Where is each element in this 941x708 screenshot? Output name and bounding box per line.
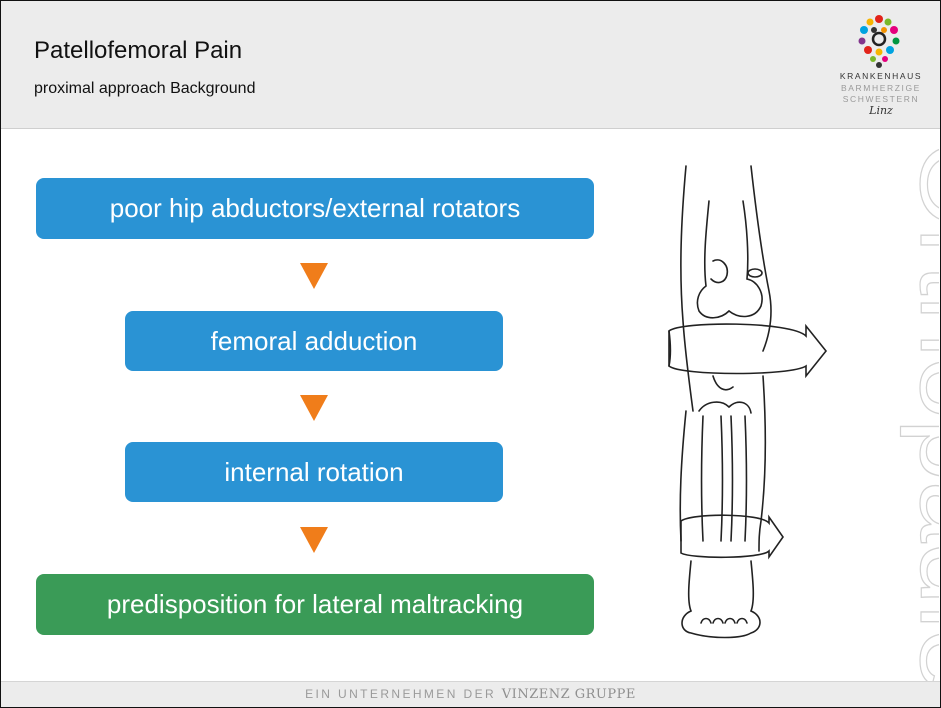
slide-footer: EIN UNTERNEHMEN DER VINZENZ GRUPPE — [1, 681, 940, 708]
orthopaedie-label: Orthopädie — [900, 141, 939, 691]
logo-text-barmherzige: BARMHERZIGE — [829, 83, 933, 93]
flow-step-internal-rotation: internal rotation — [125, 442, 503, 502]
footer-prefix: EIN UNTERNEHMEN DER — [305, 687, 496, 701]
logo-dots-icon — [854, 13, 904, 69]
slide-subtitle: proximal approach Background — [34, 80, 255, 98]
leg-rotation-illustration — [651, 161, 831, 651]
down-arrow-icon — [300, 263, 328, 289]
slide-title: Patellofemoral Pain — [34, 37, 242, 65]
flow-step-femoral-adduction: femoral adduction — [125, 311, 503, 371]
department-watermark: Orthopädie — [829, 141, 939, 696]
slide-header: Patellofemoral Pain proximal approach Ba… — [1, 1, 940, 129]
logo-signature: Linz — [829, 104, 933, 117]
down-arrow-icon — [300, 395, 328, 421]
footer-brand: VINZENZ GRUPPE — [502, 687, 636, 702]
down-arrow-icon — [300, 527, 328, 553]
flow-step-hip-weakness: poor hip abductors/external rotators — [36, 178, 594, 239]
logo-text-schwestern: SCHWESTERN — [829, 94, 933, 104]
footer-text: EIN UNTERNEHMEN DER VINZENZ GRUPPE — [1, 687, 940, 702]
logo-text-krankenhaus: KRANKENHAUS — [829, 71, 933, 81]
hospital-logo: KRANKENHAUS BARMHERZIGE SCHWESTERN Linz — [829, 13, 933, 125]
flow-step-lateral-maltracking: predisposition for lateral maltracking — [36, 574, 594, 635]
